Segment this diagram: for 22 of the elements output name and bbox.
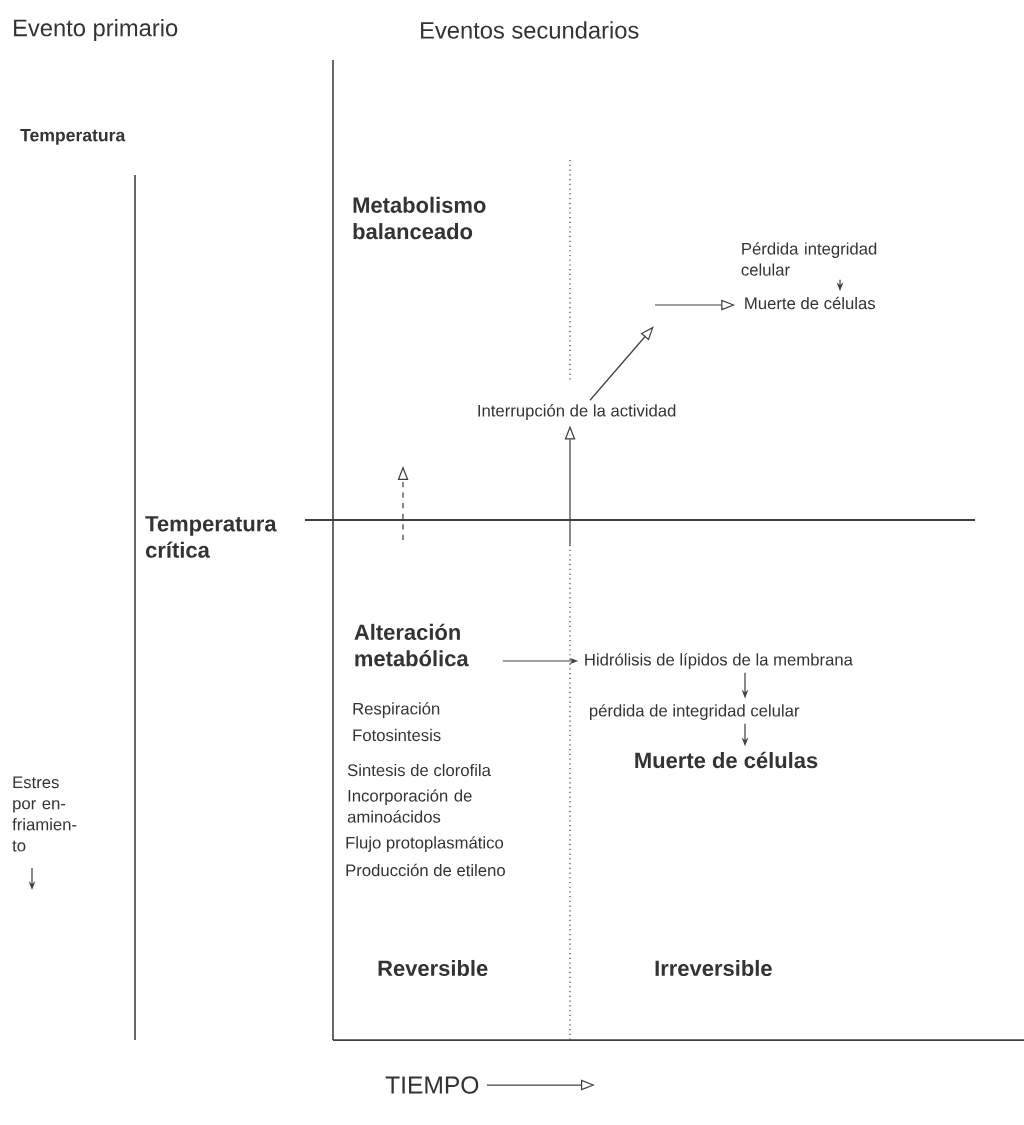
axis-label: Temperatura crítica — [145, 516, 277, 558]
node-text: Pérdida integridad celular — [741, 242, 877, 276]
node-text: pérdida de integridad celular — [589, 704, 800, 720]
list-item: Flujo protoplasmático — [346, 836, 504, 852]
axis-label: Temperatura — [20, 129, 126, 145]
list-item: Fotosintesis — [353, 728, 441, 742]
list-item: Respiración — [353, 702, 440, 718]
node-text: Interrupción de la actividad — [478, 404, 676, 420]
list-item: Producción de etileno — [346, 863, 505, 877]
node-text: Muerte de células — [635, 751, 818, 769]
axis-label: TIEMPO — [385, 1076, 479, 1094]
heading: Eventos secundarios — [421, 21, 639, 39]
region-label: Metabolismo balanceado — [353, 196, 486, 240]
axis-label: Estres por en- friamien- to — [12, 776, 77, 852]
list-item: Sintesis de clorofila — [347, 763, 491, 777]
node-text: Alteración metabólica — [354, 623, 469, 667]
node-text: Hidrólisis de lípidos de la membrana — [585, 653, 853, 669]
region-label: Reversible — [378, 959, 488, 977]
list-item: Incorporación de aminoácidos — [347, 789, 472, 823]
heading: Evento primario — [14, 18, 178, 42]
region-label: Irreversible — [655, 959, 772, 977]
node-text: Muerte de células — [745, 296, 875, 310]
